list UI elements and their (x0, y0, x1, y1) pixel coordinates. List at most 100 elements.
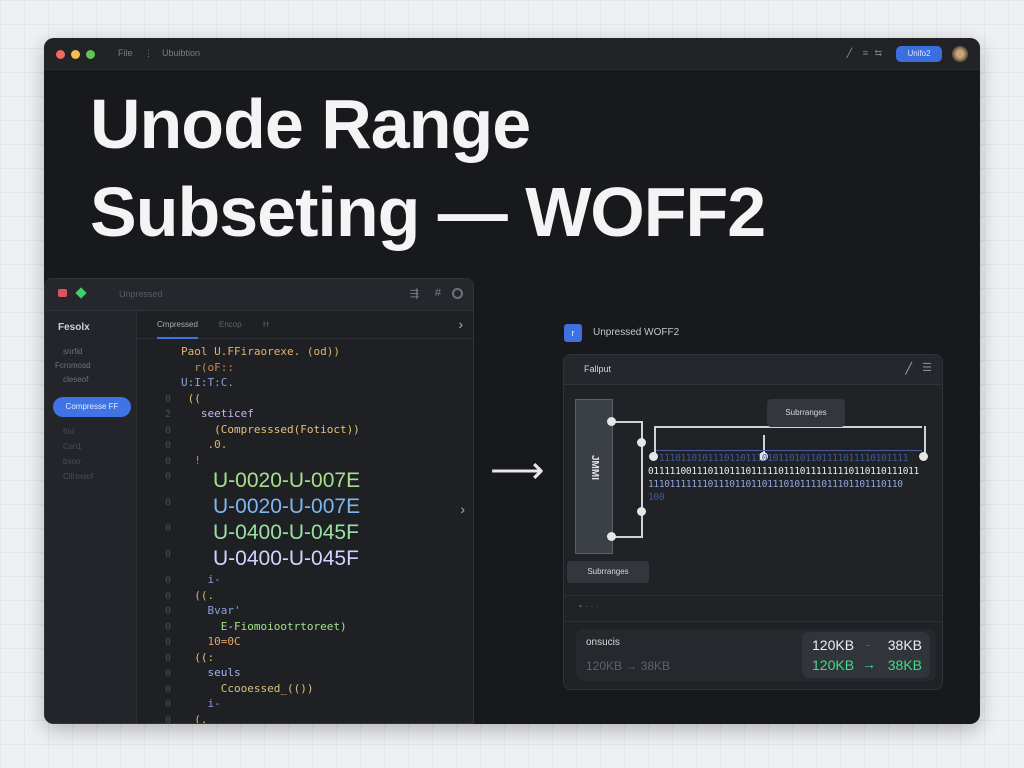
connector-node (607, 417, 616, 426)
connector-node (919, 452, 928, 461)
action-button[interactable]: Unifo2 (896, 46, 942, 62)
code-line: seuls (181, 666, 241, 679)
separator: - (866, 637, 871, 652)
title-line-1: Unode Range (90, 85, 531, 163)
stats-label: onsucis (586, 637, 620, 648)
sidebar-item[interactable]: cleseof (63, 375, 89, 384)
code-line: r(oF:: (181, 360, 234, 374)
line-number: 0 (165, 714, 172, 724)
bitstream-row: 1110111111101110110110111010111101110110… (648, 479, 903, 490)
line-number: 0 (165, 393, 172, 405)
settings-icon[interactable] (452, 288, 463, 299)
arrow-right-icon: ⟶ (490, 450, 545, 492)
edit-icon[interactable]: ╱ (846, 48, 852, 58)
size-before: 120KB (812, 637, 855, 653)
stats-size-line: 120KB → 38KB (586, 659, 671, 673)
title-line-2: Subseting — WOFF2 (90, 173, 766, 251)
subranges-pill-top: Subrranges (767, 399, 845, 427)
compress-button[interactable]: Compresse FF (53, 397, 131, 417)
unicode-range-line: U-0400-U-045F (213, 547, 359, 570)
font-block-label: JMMI (589, 455, 600, 480)
sidebar: Fesolx snrfid Fcromosd cleseof Compresse… (45, 311, 137, 723)
edit-icon[interactable]: ╱ (905, 363, 912, 375)
line-number: 0 (165, 683, 172, 695)
sidebar-title: Fesolx (58, 322, 90, 333)
code-line: (. (181, 712, 208, 724)
card-title: Fallput (584, 364, 612, 374)
code-line: (Compresssed(Fotioct)) (181, 422, 360, 436)
unicode-range-line: U-0020-U-007E (213, 495, 361, 518)
grid-icon[interactable]: # (434, 287, 441, 299)
code-line: (( (181, 391, 201, 405)
code-line: .0. (181, 438, 228, 451)
line-number: 0 (165, 455, 172, 467)
sidebar-item[interactable]: snrfid (63, 347, 83, 356)
sidebar-item[interactable]: Fcromosd (55, 361, 91, 370)
bitstream-row: 1110110101110110111010110101101111011110… (648, 453, 909, 464)
line-number: 0 (165, 575, 172, 586)
sidebar-item[interactable]: Csn1 (63, 442, 82, 451)
tab-encode[interactable]: Encop (219, 320, 242, 329)
bitstream-row: 100 (648, 492, 665, 503)
line-number: 0 (165, 440, 172, 451)
file-icon (58, 289, 67, 297)
sidebar-item[interactable]: Cifrmoof (63, 472, 94, 481)
breadcrumb-separator: ⋮ (144, 48, 153, 58)
code-line: ! (181, 453, 201, 467)
woff-icon: r (564, 324, 582, 342)
tab-compressed[interactable]: Cmpressed (157, 320, 198, 339)
code-line: ((: (181, 650, 215, 664)
size-before-accent: 120KB (812, 657, 855, 673)
line-number: 0 (165, 424, 172, 436)
line-number: 0 (165, 549, 172, 560)
code-line: i- (181, 697, 221, 710)
code-line: U:I:T:C. (181, 376, 234, 389)
code-line: i- (181, 573, 221, 586)
line-number: 0 (165, 652, 172, 664)
title-bar: File ⋮ Ubuibtion ╱ ≡ ⇆ Unifo2 (44, 38, 980, 70)
code-line: ((. (181, 588, 215, 602)
size-after: 38KB (887, 637, 922, 653)
line-number: 0 (165, 699, 172, 710)
connector-node (637, 507, 646, 516)
avatar[interactable] (952, 46, 968, 62)
sidebar-item[interactable]: bxorr (63, 457, 82, 466)
sidebar-item[interactable]: frid (63, 427, 75, 436)
app-window: File ⋮ Ubuibtion ╱ ≡ ⇆ Unifo2 Unode Rang… (44, 38, 980, 724)
chevron-right-icon[interactable]: › (460, 501, 465, 517)
line-number: 0 (165, 606, 172, 617)
minimize-button[interactable] (71, 50, 80, 59)
connector-node (759, 452, 768, 461)
size-after-accent: 38KB (887, 657, 922, 673)
layout-icon[interactable]: ≡ (862, 48, 868, 58)
line-number: 0 (165, 668, 172, 679)
subranges-pill-bottom: Subrranges (567, 561, 649, 583)
editor-tabs: Cmpressed Encop H › (137, 311, 473, 339)
line-number: 0 (165, 523, 172, 534)
page-title: Unode Range Subseting — WOFF2 (90, 80, 766, 256)
card-header: Fallput ╱ ☰ (564, 355, 942, 385)
unicode-range-line: U-0020-U-007E (213, 469, 361, 492)
breadcrumb-file[interactable]: File (118, 48, 133, 58)
maximize-button[interactable] (86, 50, 95, 59)
run-icon[interactable]: › (458, 316, 463, 332)
output-header-label: Unpressed WOFF2 (593, 327, 680, 338)
code-line: 10=0C (181, 635, 241, 648)
unicode-range-line: U-0400-U-045F (213, 521, 359, 544)
list-icon[interactable]: ☰ (922, 362, 932, 374)
line-number: 0 (165, 637, 172, 648)
line-number: 0 (165, 621, 172, 633)
code-line: Ccooessed_(()) (181, 681, 314, 695)
line-number: 0 (165, 497, 172, 508)
arrow-icon: → (862, 656, 876, 672)
tab-h[interactable]: H (263, 320, 269, 329)
editor-header: Unpressed ⇶ # (45, 279, 473, 311)
close-button[interactable] (56, 50, 65, 59)
breadcrumb-item[interactable]: Ubuibtion (162, 48, 201, 58)
font-block: JMMI (575, 399, 613, 554)
sync-icon[interactable]: ⇆ (874, 48, 882, 58)
code-line: Bvar' (181, 604, 241, 617)
branch-icon[interactable]: ⇶ (409, 288, 419, 300)
line-number: 0 (165, 590, 172, 602)
toolbar-icons: ▪ · · · (579, 601, 599, 611)
